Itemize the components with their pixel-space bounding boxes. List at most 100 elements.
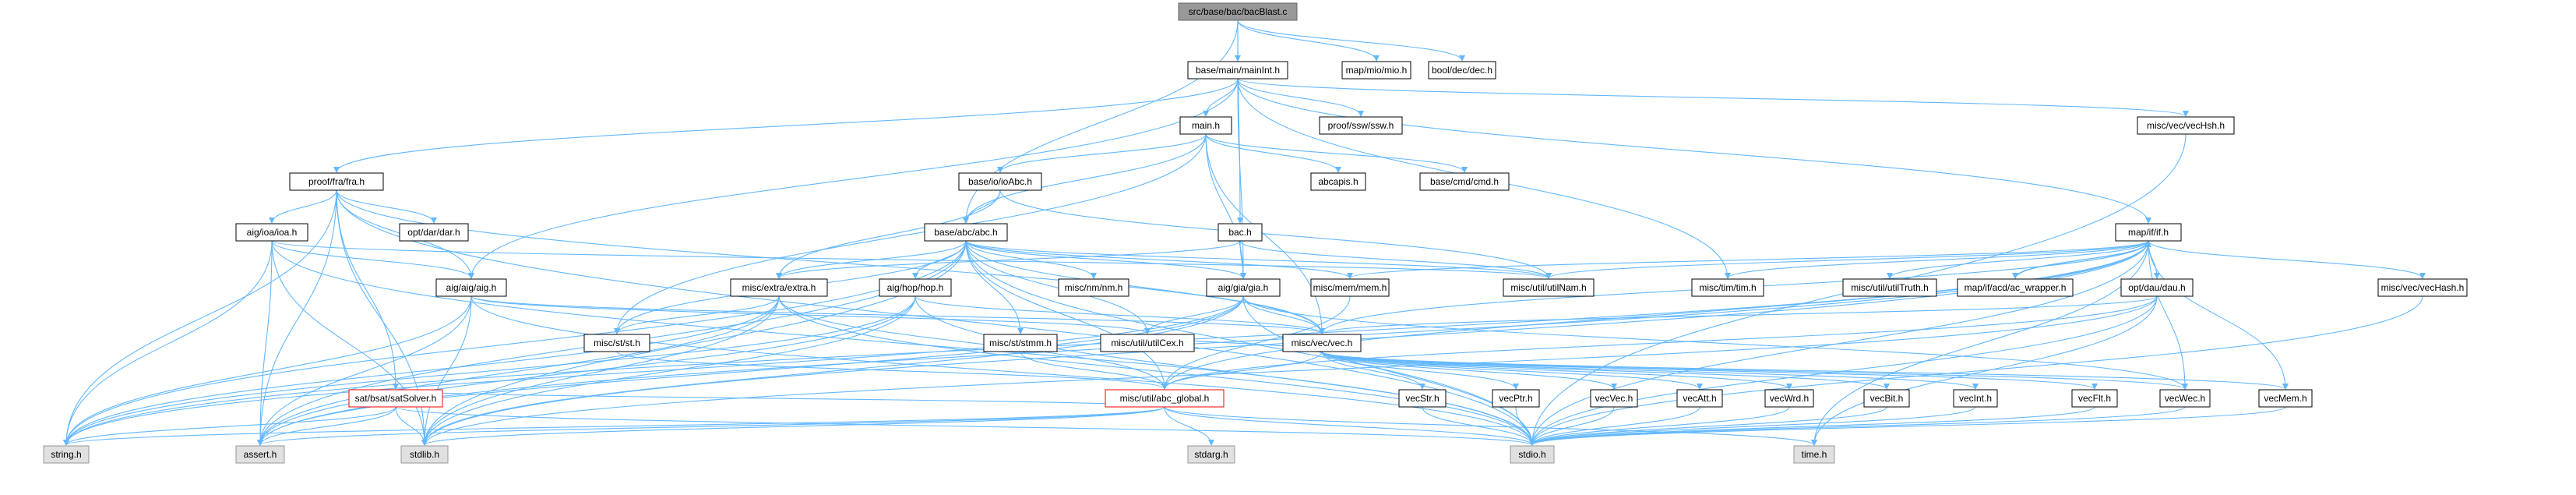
node-mio[interactable]: map/mio/mio.h [1341, 61, 1411, 80]
node-stmm[interactable]: misc/st/stmm.h [983, 334, 1058, 352]
node-dar[interactable]: opt/dar/dar.h [399, 223, 469, 242]
node-cmd[interactable]: base/cmd/cmd.h [1419, 172, 1510, 191]
node-nm[interactable]: misc/nm/nm.h [1058, 278, 1129, 297]
include-edge-abcglobal-to-stdarg [1164, 406, 1214, 446]
include-edge-abcglobal-to-stdio [1164, 406, 1535, 446]
node-ifh[interactable]: map/if/if.h [2115, 223, 2182, 242]
include-edge-dau-to-stdlib [421, 295, 2158, 446]
include-edge-vec-to-vecPtr [1321, 351, 1519, 390]
node-aig[interactable]: aig/aig/aig.h [435, 278, 507, 297]
node-ssw[interactable]: proof/ssw/ssw.h [1319, 116, 1403, 135]
node-ioAbc[interactable]: base/io/ioAbc.h [958, 172, 1042, 191]
include-edge-root-to-bac [1236, 19, 1243, 224]
node-mem[interactable]: misc/mem/mem.h [1310, 278, 1390, 297]
include-edge-aig-to-string [63, 295, 472, 446]
node-abc[interactable]: base/abc/abc.h [924, 223, 1008, 242]
include-edge-vecBit-to-stdio [1529, 406, 1887, 446]
node-box [1218, 223, 1263, 242]
node-box [924, 223, 1008, 242]
node-label: aig/hop/hop.h [887, 282, 944, 293]
node-layer: src/base/bac/bacBlast.c base/main/mainInt… [43, 2, 2468, 464]
node-label: opt/dau/dau.h [2128, 282, 2185, 293]
node-label: misc/vec/vec.h [1292, 338, 1353, 348]
node-vecHsh[interactable]: misc/vec/vecHsh.h [2137, 116, 2235, 135]
include-edge-vecWrd-to-stdio [1529, 406, 1790, 446]
node-dau[interactable]: opt/dau/dau.h [2120, 278, 2194, 297]
node-vecHash[interactable]: misc/vec/vecHash.h [2377, 278, 2468, 297]
node-utilTruth[interactable]: misc/util/utilTruth.h [1842, 278, 1937, 297]
node-vecInt[interactable]: vecInt.h [1953, 389, 1998, 408]
node-label: map/if/if.h [2128, 227, 2169, 238]
node-label: src/base/bac/bacBlast.c [1189, 6, 1288, 17]
node-box [2159, 389, 2211, 408]
node-label: main.h [1192, 120, 1220, 131]
node-acwrap[interactable]: map/if/acd/ac_wrapper.h [1957, 278, 2074, 297]
include-edge-vec-to-vecStr [1321, 351, 1425, 390]
include-edge-stmm-to-abcglobal [1020, 351, 1168, 390]
node-box [1187, 61, 1288, 80]
node-vecFlt[interactable]: vecFlt.h [2071, 389, 2118, 408]
node-mainh[interactable]: main.h [1179, 116, 1232, 135]
include-edge-root-to-dec [1237, 19, 1465, 62]
include-edge-ifh-to-utilTruth [1887, 240, 2149, 279]
include-edge-abc-to-utilCex [965, 240, 1151, 334]
node-vecVec[interactable]: vecVec.h [1590, 389, 1638, 408]
node-vecBit[interactable]: vecBit.h [1863, 389, 1910, 408]
include-edge-ioAbc-to-abc [963, 189, 1001, 224]
node-ioa[interactable]: aig/ioa/ioa.h [235, 223, 308, 242]
node-box [1178, 2, 1298, 21]
node-label: vecStr.h [1405, 393, 1439, 404]
node-string: string.h [43, 445, 90, 464]
node-vecStr[interactable]: vecStr.h [1398, 389, 1447, 408]
node-fra[interactable]: proof/fra/fra.h [289, 172, 384, 191]
include-edge-fra-to-vec [336, 189, 1325, 334]
include-edge-mem-to-abcglobal [1161, 295, 1351, 390]
node-dec[interactable]: bool/dec/dec.h [1428, 61, 1496, 80]
include-edge-ioAbc-to-extra [776, 189, 1001, 279]
node-st[interactable]: misc/st/st.h [583, 334, 650, 352]
node-box [1503, 278, 1595, 297]
node-tim[interactable]: misc/tim/tim.h [1691, 278, 1764, 297]
node-vecPtr[interactable]: vecPtr.h [1492, 389, 1540, 408]
node-vec[interactable]: misc/vec/vec.h [1282, 334, 1362, 352]
node-gia[interactable]: aig/gia/gia.h [1206, 278, 1281, 297]
include-edge-mainh-to-gia [1205, 133, 1246, 279]
node-utilCex[interactable]: misc/util/utilCex.h [1100, 334, 1195, 352]
node-label: string.h [51, 449, 81, 460]
node-vecWec[interactable]: vecWec.h [2159, 389, 2211, 408]
include-edge-ioa-to-string [63, 240, 273, 446]
include-edge-vecInt-to-stdio [1529, 406, 1976, 446]
node-abcapis[interactable]: abcapis.h [1310, 172, 1366, 191]
node-extra[interactable]: misc/extra/extra.h [730, 278, 828, 297]
node-box [1310, 278, 1390, 297]
node-box [2137, 116, 2235, 135]
include-edge-mainh-to-cmd [1205, 133, 1468, 173]
node-label: vecAtt.h [1683, 393, 1716, 404]
node-bac[interactable]: bac.h [1218, 223, 1263, 242]
node-satSolver[interactable]: sat/bsat/satSolver.h [348, 389, 443, 408]
include-edge-mainInt-to-aig [468, 78, 1239, 279]
node-label: base/abc/abc.h [934, 227, 997, 238]
include-edge-mainh-to-abcapis [1205, 133, 1341, 173]
node-label: misc/util/utilCex.h [1111, 338, 1183, 348]
include-edge-vecFlt-to-stdio [1529, 406, 2095, 446]
node-label: time.h [1802, 449, 1827, 460]
node-mainInt[interactable]: base/main/mainInt.h [1187, 61, 1288, 80]
include-edge-extra-to-string [63, 295, 780, 446]
include-edge-extra-to-stdlib [421, 295, 780, 446]
include-edge-extra-to-st [614, 295, 780, 334]
node-vecWrd[interactable]: vecWrd.h [1764, 389, 1814, 408]
node-vecMem[interactable]: vecMem.h [2258, 389, 2313, 408]
include-edge-ioa-to-utilNam [271, 240, 1552, 279]
node-utilNam[interactable]: misc/util/utilNam.h [1503, 278, 1595, 297]
node-label: misc/st/st.h [594, 338, 640, 348]
node-hop[interactable]: aig/hop/hop.h [879, 278, 952, 297]
node-abcglobal[interactable]: misc/util/abc_global.h [1105, 389, 1225, 408]
include-edge-mainInt-to-ifh [1237, 78, 2151, 224]
include-edge-fra-to-satSolver [336, 189, 399, 390]
node-root[interactable]: src/base/bac/bacBlast.c [1178, 2, 1298, 21]
include-edge-satSolver-to-assert [257, 406, 396, 446]
node-vecAtt[interactable]: vecAtt.h [1676, 389, 1723, 408]
include-edge-extra-to-assert [257, 295, 780, 446]
